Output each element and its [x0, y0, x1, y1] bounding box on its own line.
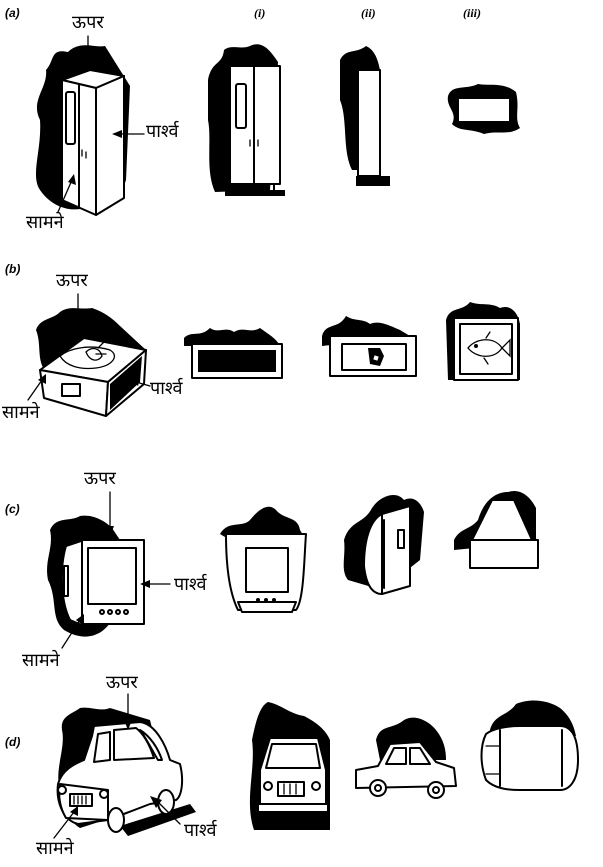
label-side: पार्श्व [150, 378, 183, 399]
fish-icon [467, 331, 511, 365]
label-top: ऊपर [72, 12, 104, 33]
label-top: ऊपर [106, 672, 138, 693]
label-front: सामने [2, 402, 40, 423]
refrigerator-icon [35, 45, 130, 216]
label-front: सामने [36, 838, 74, 859]
label-front: सामने [22, 650, 60, 671]
column-label-ii: (ii) [361, 6, 376, 20]
label-side: पार्श्व [184, 820, 217, 841]
car-icon [56, 707, 196, 836]
label-top: ऊपर [84, 468, 116, 489]
label-front: सामने [26, 212, 64, 233]
label-top: ऊपर [56, 270, 88, 291]
column-label-i: (i) [254, 6, 266, 20]
row-label-b: (b) [5, 262, 21, 276]
row-label-c: (c) [5, 502, 20, 516]
box-icon [36, 308, 147, 417]
row-label-d: (d) [5, 735, 21, 749]
label-side: पार्श्व [174, 574, 207, 595]
row-label-a: (a) [5, 6, 20, 20]
column-label-iii: (iii) [463, 6, 481, 20]
label-side: पार्श्व [146, 121, 179, 142]
television-icon [47, 515, 145, 637]
